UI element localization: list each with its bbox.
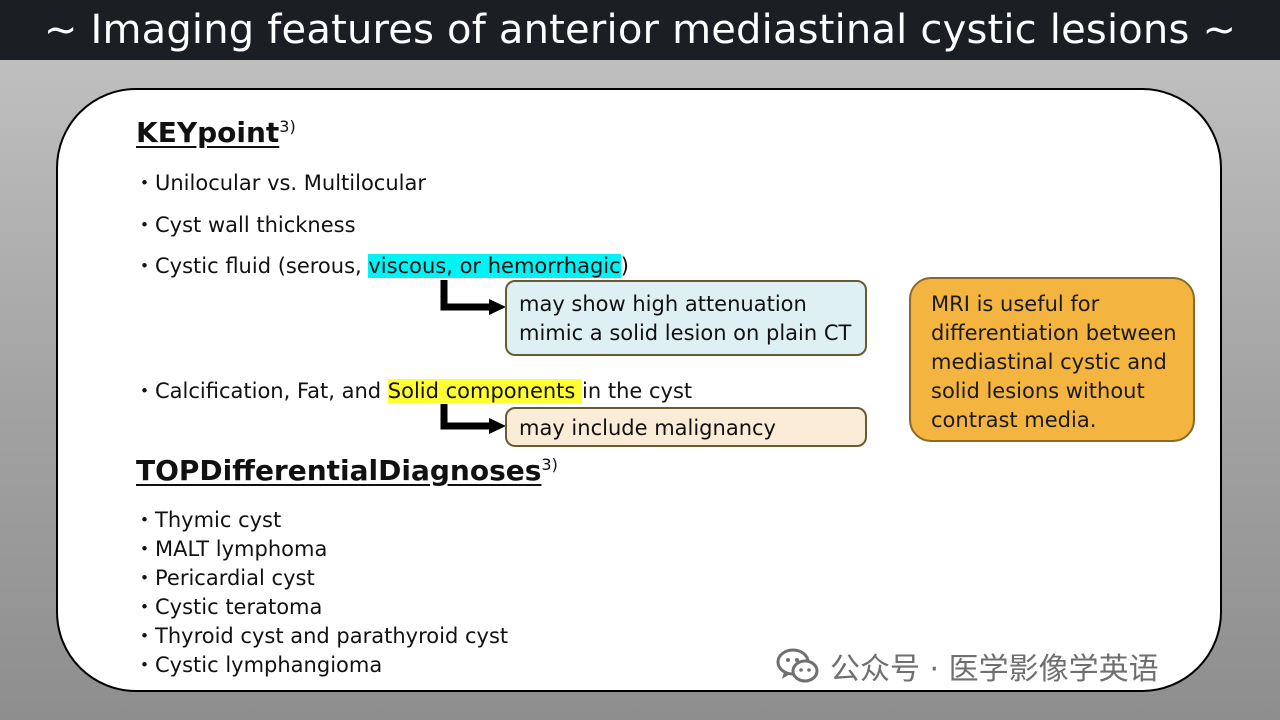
keypoint-item-components: ・Calcification, Fat, and Solid component…	[134, 375, 692, 405]
wechat-icon	[776, 648, 819, 683]
malignancy-note-text: may include malignancy	[519, 416, 776, 440]
mri-note-line-4: solid lesions without	[931, 379, 1145, 403]
watermark-text: 公众号 · 医学影像学英语	[830, 652, 1159, 687]
fluid-note-line-2: mimic a solid lesion on plain CT	[519, 321, 852, 345]
keypoint-item-cystic-fluid: ・Cystic fluid (serous, viscous, or hemor…	[134, 250, 629, 280]
differential-item-thymic-cyst: ・Thymic cyst	[134, 508, 282, 532]
fluid-suffix: )	[620, 254, 629, 278]
mri-note-box: MRI is useful for differentiation betwee…	[909, 277, 1195, 442]
fluid-prefix: ・Cystic fluid (serous,	[134, 254, 369, 278]
keypoint-heading: KEYpoint3)	[136, 116, 296, 149]
fluid-note-line-1: may show high attenuation	[519, 292, 807, 316]
keypoint-item-locularity: ・Unilocular vs. Multilocular	[134, 171, 426, 195]
differentials-reference: 3)	[541, 454, 558, 474]
fluid-highlight: viscous, or hemorrhagic	[368, 254, 621, 278]
calc-prefix: ・Calcification, Fat, and	[134, 379, 388, 403]
mri-note-line-2: differentiation between	[931, 321, 1177, 345]
differential-item-pericardial-cyst: ・Pericardial cyst	[134, 566, 315, 590]
differential-item-thyroid-parathyroid-cyst: ・Thyroid cyst and parathyroid cyst	[134, 624, 509, 648]
differentials-heading-text: TOPDifferentialDiagnoses	[136, 454, 542, 487]
differential-item-malt-lymphoma: ・MALT lymphoma	[134, 537, 328, 561]
arrow-to-fluid-note	[440, 280, 506, 315]
page-title: ~ Imaging features of anterior mediastin…	[43, 7, 1237, 53]
malignancy-note-box: may include malignancy	[505, 407, 867, 447]
keypoint-heading-text: KEYpoint	[136, 116, 280, 149]
differentials-heading: TOPDifferentialDiagnoses3)	[136, 454, 558, 487]
keypoint-item-wall-thickness: ・Cyst wall thickness	[134, 213, 356, 237]
mri-note-line-5: contrast media.	[931, 408, 1097, 432]
differential-item-cystic-lymphangioma: ・Cystic lymphangioma	[134, 653, 383, 677]
keypoint-reference: 3)	[279, 116, 296, 136]
differential-item-cystic-teratoma: ・Cystic teratoma	[134, 595, 323, 619]
mri-note-line-1: MRI is useful for	[931, 292, 1100, 316]
fluid-note-box: may show high attenuation mimic a solid …	[505, 280, 867, 356]
calc-highlight: Solid components	[387, 379, 583, 403]
arrow-to-malignancy-note	[440, 404, 506, 434]
calc-suffix: in the cyst	[582, 379, 693, 403]
watermark: 公众号 · 医学影像学英语	[776, 644, 1159, 688]
title-bar: ~ Imaging features of anterior mediastin…	[0, 0, 1280, 60]
mri-note-line-3: mediastinal cystic and	[931, 350, 1167, 374]
